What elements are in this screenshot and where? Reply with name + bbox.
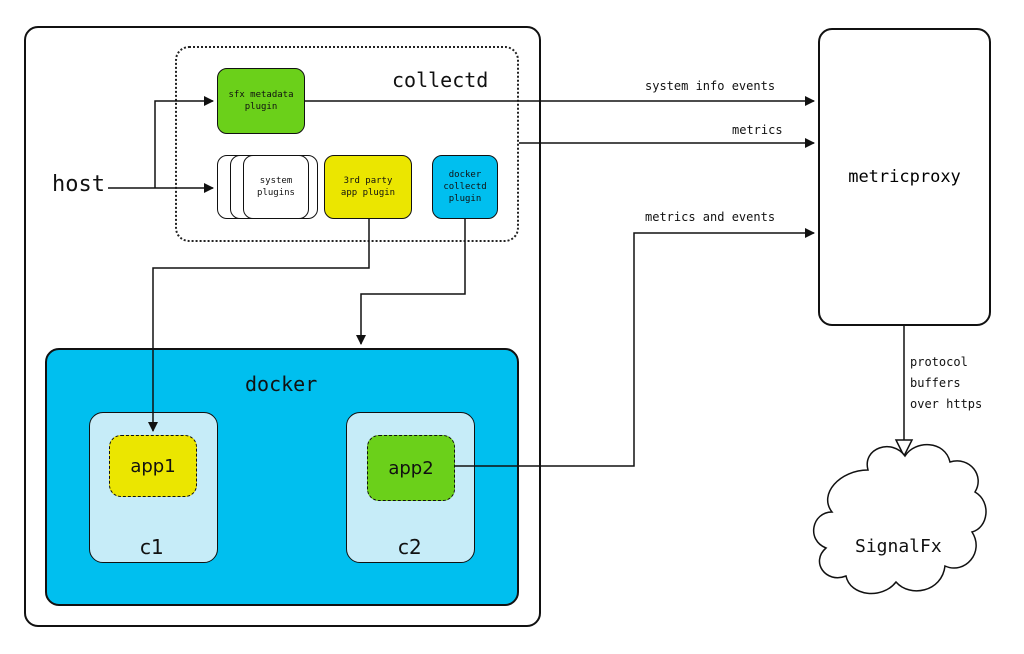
signalfx-label: SignalFx xyxy=(855,536,942,557)
app2-box: app2 xyxy=(367,435,455,501)
docker-collectd-plugin: docker collectd plugin xyxy=(432,155,498,219)
host-boundary xyxy=(24,26,541,627)
metrics-and-events-arrow xyxy=(455,228,815,467)
third-party-app-plugin: 3rd party app plugin xyxy=(324,155,412,219)
system-info-events-label: system info events xyxy=(645,79,776,93)
metrics-label: metrics xyxy=(732,123,783,137)
metricproxy-label: metricproxy xyxy=(848,167,961,187)
metricproxy-box: metricproxy xyxy=(818,28,991,326)
protocol-label: protocol buffers over https xyxy=(910,355,983,411)
signalfx-cloud xyxy=(812,443,987,595)
metrics-and-events-label: metrics and events xyxy=(645,210,776,224)
container-c1-label: c1 xyxy=(140,535,164,559)
third-party-to-app1-arrow xyxy=(148,219,370,432)
sfx-metadata-plugin: sfx metadata plugin xyxy=(217,68,305,134)
app1-box: app1 xyxy=(109,435,197,497)
host-label: host xyxy=(52,172,105,197)
docker-label: docker xyxy=(245,372,318,396)
protocol-buffers-arrowhead xyxy=(894,439,914,458)
host-to-sfx-metadata-arrow xyxy=(154,96,214,188)
system-plugins: system plugins xyxy=(243,155,309,219)
container-c2-label: c2 xyxy=(398,535,422,559)
collectd-region xyxy=(175,46,519,242)
collectd-label: collectd xyxy=(392,68,489,92)
docker-plugin-to-docker-arrow xyxy=(356,219,466,345)
